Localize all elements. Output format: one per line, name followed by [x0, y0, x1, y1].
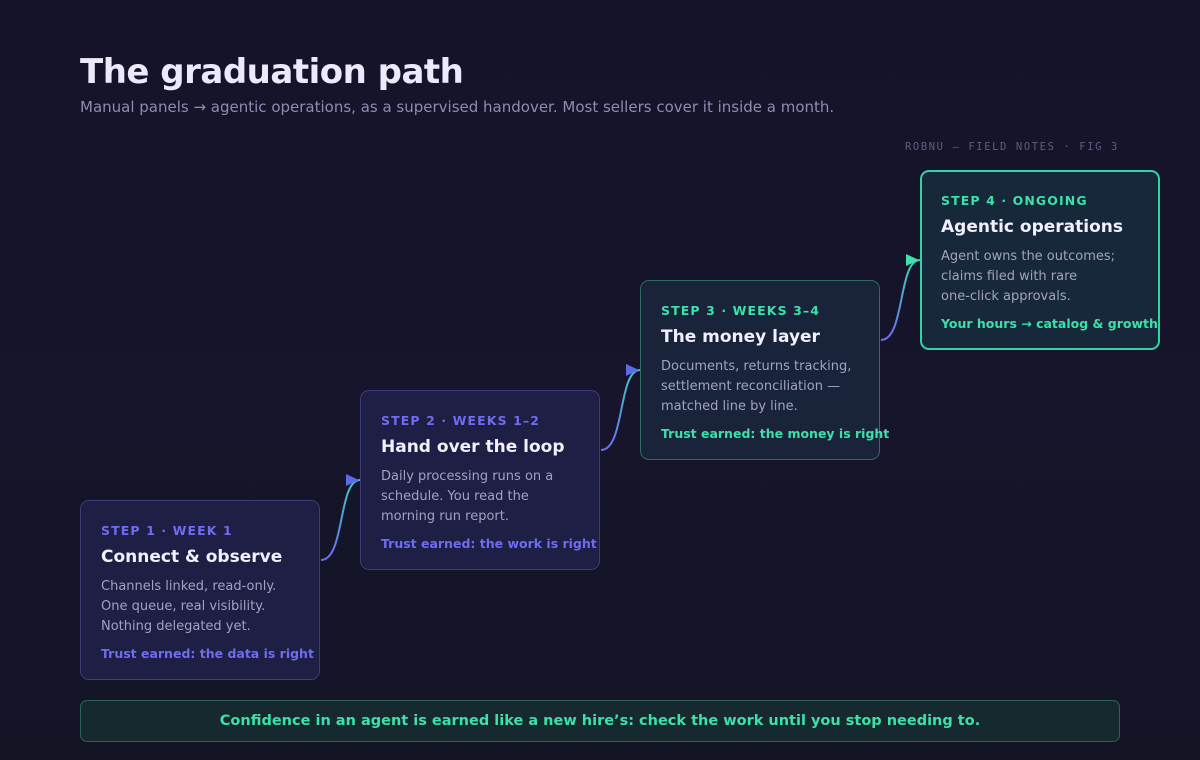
step-label: STEP 2 · WEEKS 1–2 [381, 413, 541, 428]
step-description: Agent owns the outcomes; claims filed wi… [941, 249, 1116, 304]
arrowhead-step4 [906, 254, 919, 266]
step-description: Documents, returns tracking, settlement … [661, 359, 852, 414]
takeaway-banner: Confidence in an agent is earned like a … [80, 700, 1120, 742]
connector-step3-step4 [880, 259, 921, 341]
step-label: STEP 4 · ONGOING [941, 193, 1088, 208]
figure-caption: ROBNU — FIELD NOTES · FIG 3 [905, 141, 1119, 153]
step-card-3: STEP 3 · WEEKS 3–4 The money layer Docum… [640, 280, 890, 460]
step-card-1: STEP 1 · WEEK 1 Connect & observe Channe… [80, 500, 320, 680]
step-title: Hand over the loop [381, 437, 565, 457]
outcome-line: Your hours → catalog & growth [941, 316, 1158, 331]
trust-earned: Trust earned: the work is right [381, 536, 597, 551]
trust-earned: Trust earned: the data is right [101, 646, 314, 661]
step-description: Channels linked, read-only. One queue, r… [101, 579, 277, 634]
connector-step1-step2 [320, 479, 361, 561]
page-subtitle: Manual panels → agentic operations, as a… [80, 98, 835, 116]
arrowhead-step3 [626, 364, 639, 376]
step-title: The money layer [661, 327, 820, 347]
takeaway-text: Confidence in an agent is earned like a … [219, 713, 981, 729]
step-title: Connect & observe [101, 547, 283, 567]
step-description: Daily processing runs on a schedule. You… [381, 469, 554, 524]
connector-step2-step3 [600, 369, 641, 451]
page-title: The graduation path [80, 52, 464, 92]
step-label: STEP 3 · WEEKS 3–4 [661, 303, 821, 318]
step-card-2: STEP 2 · WEEKS 1–2 Hand over the loop Da… [360, 390, 600, 570]
step-card-4: STEP 4 · ONGOING Agentic operations Agen… [920, 170, 1160, 350]
step-title: Agentic operations [941, 217, 1123, 237]
arrowhead-step2 [346, 474, 359, 486]
trust-earned: Trust earned: the money is right [661, 426, 890, 441]
step-label: STEP 1 · WEEK 1 [101, 523, 233, 538]
